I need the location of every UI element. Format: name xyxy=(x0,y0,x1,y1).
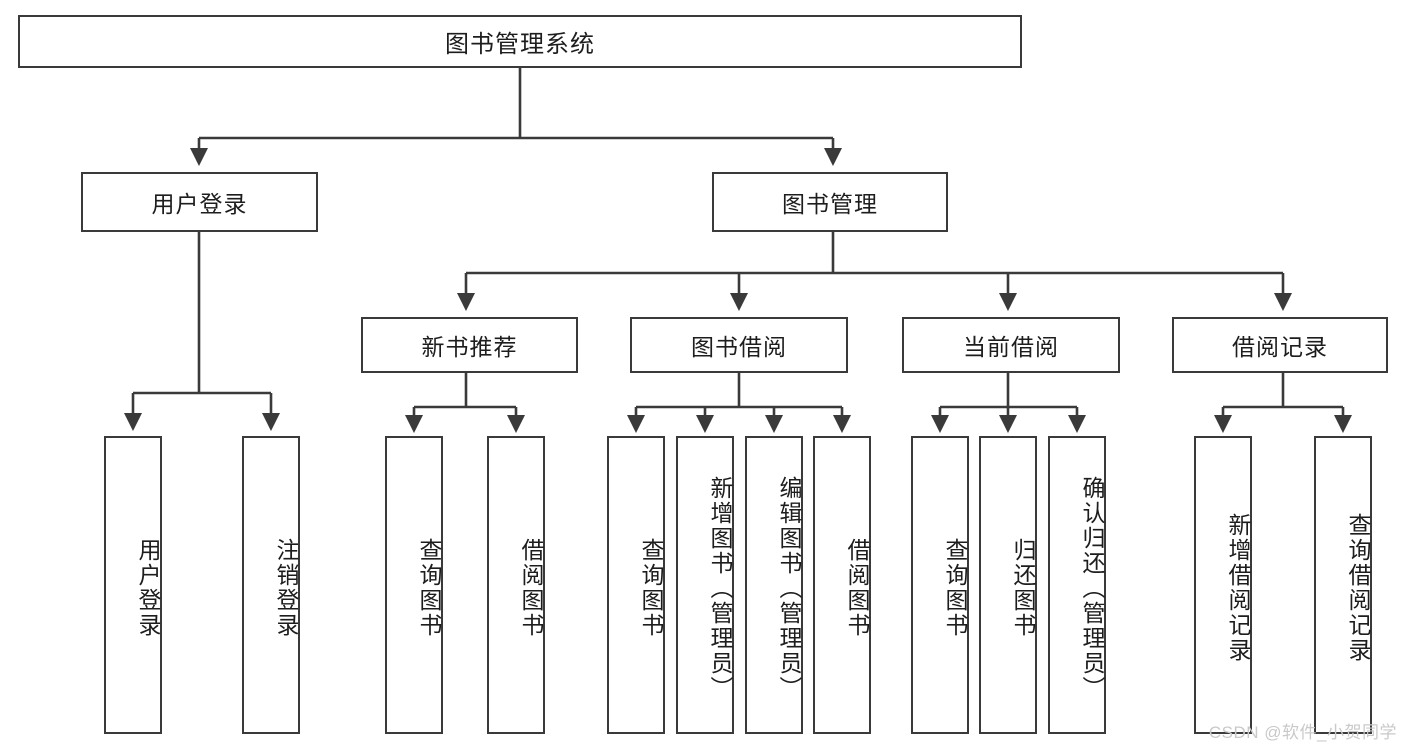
node-root-book-management-system[interactable]: 图书管理系统 xyxy=(18,15,1022,68)
leaf-add-borrow-record[interactable]: 新增借阅记录 xyxy=(1194,436,1252,734)
leaf-search-book-current[interactable]: 查询图书 xyxy=(911,436,969,734)
node-label: 新增图书（管理员） xyxy=(707,475,733,701)
node-label: 查询图书 xyxy=(416,538,442,638)
node-label: 查询图书 xyxy=(638,538,664,638)
node-label: 注销登录 xyxy=(273,538,299,638)
leaf-search-borrow-record[interactable]: 查询借阅记录 xyxy=(1314,436,1372,734)
node-label: 图书管理 xyxy=(782,191,878,217)
node-label: 图书管理系统 xyxy=(445,31,595,58)
leaf-logout[interactable]: 注销登录 xyxy=(242,436,300,734)
node-current-borrow[interactable]: 当前借阅 xyxy=(902,317,1120,373)
node-label: 编辑图书（管理员） xyxy=(776,475,802,701)
node-book-borrow[interactable]: 图书借阅 xyxy=(630,317,848,373)
leaf-edit-book-admin[interactable]: 编辑图书（管理员） xyxy=(745,436,803,734)
leaf-borrow-book[interactable]: 借阅图书 xyxy=(813,436,871,734)
leaf-search-book-borrow[interactable]: 查询图书 xyxy=(607,436,665,734)
node-label: 新增借阅记录 xyxy=(1225,513,1251,663)
node-label: 用户登录 xyxy=(151,191,248,217)
node-label: 当前借阅 xyxy=(963,334,1059,360)
node-label: 查询图书 xyxy=(942,538,968,638)
leaf-return-book[interactable]: 归还图书 xyxy=(979,436,1037,734)
node-label: 归还图书 xyxy=(1010,538,1036,638)
leaf-borrow-book-recommend[interactable]: 借阅图书 xyxy=(487,436,545,734)
node-label: 借阅图书 xyxy=(844,538,870,638)
leaf-add-book-admin[interactable]: 新增图书（管理员） xyxy=(676,436,734,734)
node-label: 确认归还（管理员） xyxy=(1079,475,1105,701)
node-label: 图书借阅 xyxy=(691,334,787,360)
node-user-login[interactable]: 用户登录 xyxy=(81,172,318,232)
node-label: 新书推荐 xyxy=(421,334,518,360)
leaf-search-book-recommend[interactable]: 查询图书 xyxy=(385,436,443,734)
node-book-management[interactable]: 图书管理 xyxy=(712,172,948,232)
leaf-confirm-return-admin[interactable]: 确认归还（管理员） xyxy=(1048,436,1106,734)
node-new-book-recommend[interactable]: 新书推荐 xyxy=(361,317,578,373)
leaf-user-login[interactable]: 用户登录 xyxy=(104,436,162,734)
node-label: 借阅图书 xyxy=(518,538,544,638)
node-label: 借阅记录 xyxy=(1232,334,1328,360)
node-borrow-record[interactable]: 借阅记录 xyxy=(1172,317,1388,373)
node-label: 用户登录 xyxy=(135,538,161,638)
node-label: 查询借阅记录 xyxy=(1345,513,1371,663)
